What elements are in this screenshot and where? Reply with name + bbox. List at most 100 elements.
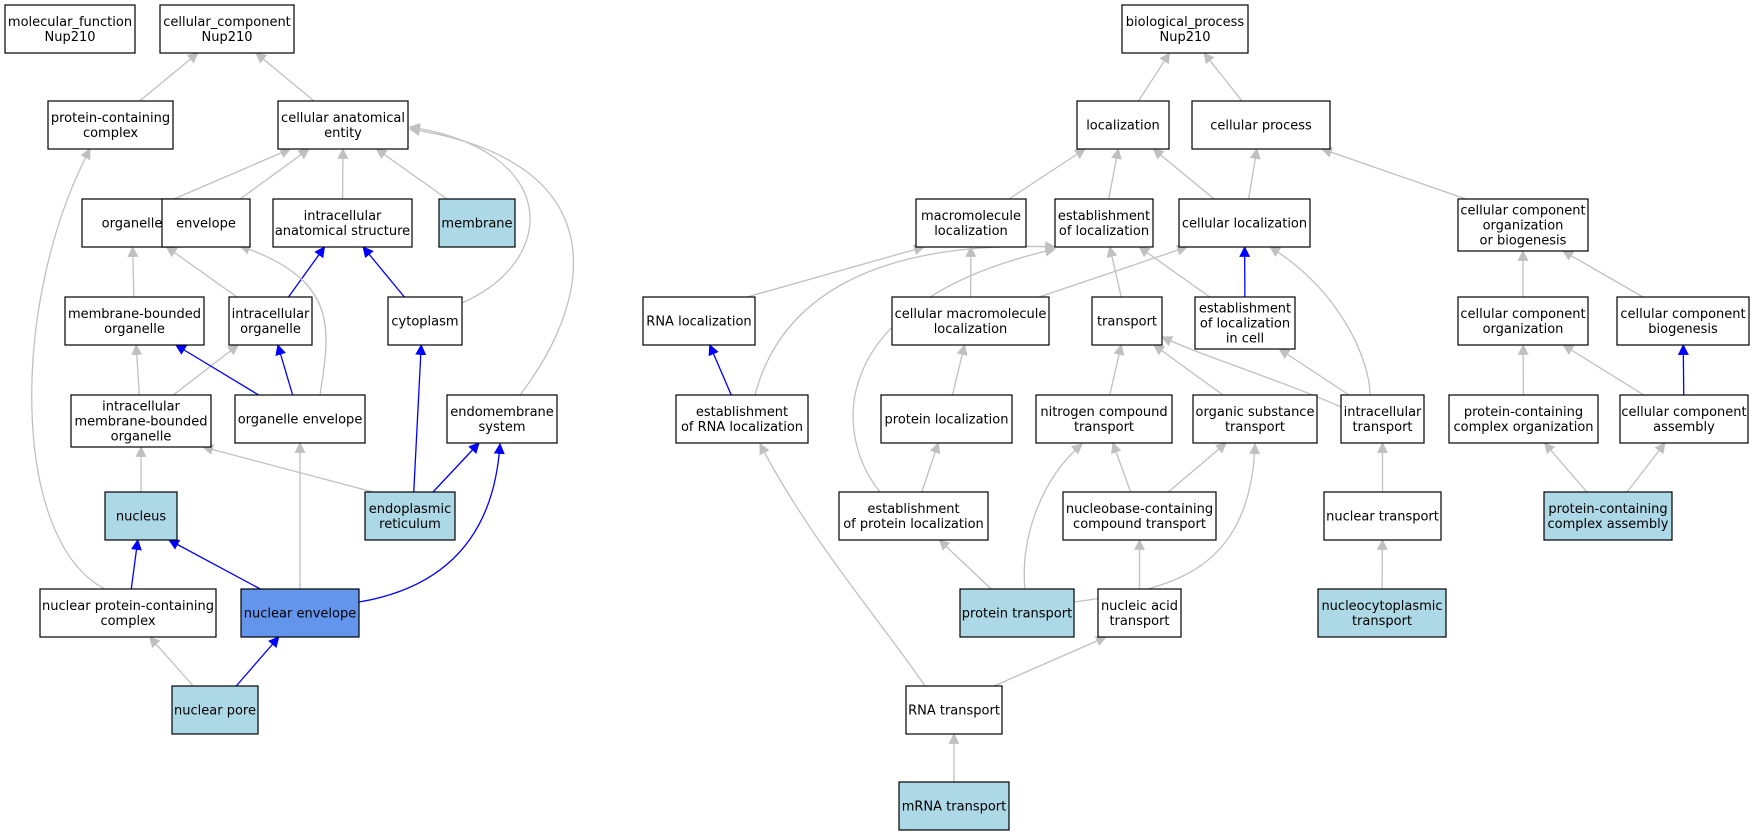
is-a-edge xyxy=(238,243,327,396)
is-a-edge xyxy=(938,539,992,590)
go-term-label: cellular component xyxy=(1620,307,1745,322)
is-a-edge xyxy=(275,343,294,396)
go-term-box xyxy=(47,100,174,150)
is-a-edge xyxy=(127,245,139,298)
go-term-node: nucleus xyxy=(104,491,178,541)
go-term-label: organelle xyxy=(104,322,165,337)
go-term-label: macromolecule xyxy=(921,209,1021,224)
is-a-edge xyxy=(1562,344,1645,396)
go-term-box xyxy=(39,588,217,638)
go-term-label: RNA localization xyxy=(646,315,751,330)
go-term-label: protein-containing xyxy=(1464,405,1583,420)
go-term-label: entity xyxy=(324,126,362,141)
go-term-label: transport xyxy=(1352,614,1412,629)
go-term-label: nuclear pore xyxy=(174,704,256,719)
go-term-node: organelle envelope xyxy=(234,394,366,444)
is-a-edge xyxy=(852,245,1057,493)
go-term-box xyxy=(915,198,1027,248)
go-term-label: organelle xyxy=(240,322,301,337)
go-term-label: complex xyxy=(83,126,138,141)
go-term-label: cellular component xyxy=(1460,204,1585,219)
is-a-edge xyxy=(408,125,575,396)
is-a-edge xyxy=(746,244,926,298)
go-term-label: reticulum xyxy=(379,517,441,532)
is-a-edge xyxy=(165,246,238,298)
go-term-box xyxy=(228,296,313,346)
go-term-box xyxy=(1457,296,1589,346)
go-term-node: protein localization xyxy=(880,394,1013,444)
edge-layer xyxy=(31,52,1689,782)
go-term-label: intracellular xyxy=(232,307,310,322)
go-term-node: envelope xyxy=(161,198,251,248)
go-term-box xyxy=(234,394,366,444)
go-term-box xyxy=(1340,394,1425,444)
go-term-box xyxy=(1457,198,1589,252)
go-term-node: nuclear envelope xyxy=(240,588,360,638)
go-term-box xyxy=(1192,394,1318,444)
go-term-box xyxy=(171,685,259,735)
go-term-label: assembly xyxy=(1653,420,1715,435)
is-a-edge xyxy=(130,538,142,590)
go-term-label: Nup210 xyxy=(1159,30,1210,45)
go-term-label: protein transport xyxy=(962,607,1072,622)
go-term-box xyxy=(1543,491,1673,541)
is-a-edge xyxy=(375,148,448,200)
go-term-label: cellular_component xyxy=(163,15,291,30)
go-term-label: intracellular xyxy=(102,400,180,415)
go-term-box xyxy=(1323,491,1442,541)
go-term-label: nucleobase-containing xyxy=(1066,502,1213,517)
go-term-label: localization xyxy=(934,224,1008,239)
go-term-node: nuclear transport xyxy=(1323,491,1442,541)
go-term-box xyxy=(438,198,516,248)
go-term-label: protein-containing xyxy=(1548,502,1667,517)
is-a-edge xyxy=(1023,443,1083,590)
go-term-label: organization xyxy=(1483,219,1564,234)
go-term-box xyxy=(387,296,463,346)
is-a-edge xyxy=(708,343,732,396)
is-a-edge xyxy=(754,241,1057,396)
go-term-node: nuclear pore xyxy=(171,685,259,735)
is-a-edge xyxy=(921,441,941,493)
go-term-label: envelope xyxy=(176,217,236,232)
is-a-edge xyxy=(1109,343,1125,396)
is-a-edge xyxy=(1038,244,1189,298)
go-term-label: organization xyxy=(1483,322,1564,337)
is-a-edge xyxy=(255,52,315,102)
go-term-label: localization xyxy=(1086,119,1160,134)
go-term-node: localization xyxy=(1076,100,1170,150)
is-a-edge xyxy=(149,636,194,687)
is-a-edge xyxy=(287,246,326,298)
go-term-box xyxy=(1076,100,1170,150)
go-term-box xyxy=(272,198,413,248)
go-term-label: membrane-bounded xyxy=(74,415,207,430)
go-term-label: cellular component xyxy=(1621,405,1746,420)
is-a-edge xyxy=(1562,250,1644,298)
go-term-box xyxy=(1317,588,1447,638)
is-a-edge xyxy=(1278,348,1350,396)
go-term-label: membrane-bounded xyxy=(68,307,201,322)
is-a-edge xyxy=(1167,442,1227,493)
go-term-box xyxy=(1178,198,1311,248)
go-term-label: cellular macromolecule xyxy=(895,307,1047,322)
go-term-label: organelle xyxy=(102,217,163,232)
go-term-box xyxy=(240,588,360,638)
go-term-label: transport xyxy=(1097,315,1157,330)
is-a-edge xyxy=(173,147,292,200)
is-a-edge xyxy=(1008,148,1086,200)
go-term-node: mRNA transport xyxy=(898,781,1010,831)
go-term-label: transport xyxy=(1225,420,1285,435)
is-a-edge xyxy=(168,539,261,590)
